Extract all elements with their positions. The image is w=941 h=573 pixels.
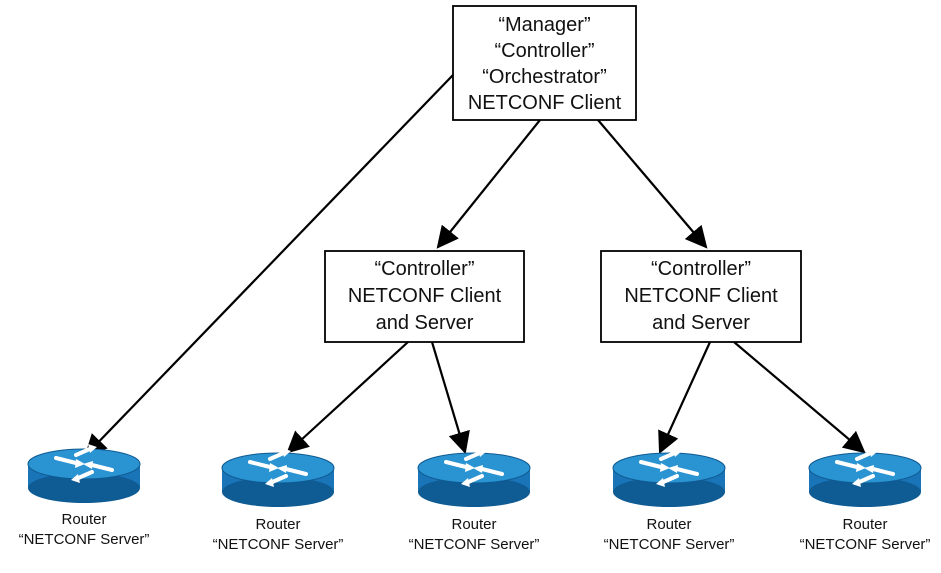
connectors [84, 74, 866, 457]
router-arrowheads [71, 444, 97, 483]
router-arrowheads [656, 448, 682, 487]
router-label-4: Router [646, 516, 691, 533]
controller-box-1 [324, 250, 525, 343]
connector-manager-to-router-1 [84, 74, 454, 457]
router-label-3: Router [451, 516, 496, 533]
controller-node-2: “Controller” NETCONF Client and Server [600, 250, 802, 343]
connector-controller-2-to-router-5 [733, 341, 866, 454]
controller-node-1: “Controller” NETCONF Client and Server [324, 250, 525, 343]
controller-box-2 [600, 250, 802, 343]
manager-line-2: “Controller” [494, 40, 594, 62]
manager-line-4: NETCONF Client [468, 92, 622, 114]
router-sublabel-4: “NETCONF Server” [604, 536, 735, 553]
router-label-1: Router [61, 511, 106, 528]
router-node-3: Router “NETCONF Server” [409, 448, 540, 553]
router-arrowheads [852, 448, 878, 487]
router-base [418, 477, 530, 507]
router-base [222, 477, 334, 507]
manager-line-3: “Orchestrator” [482, 66, 606, 88]
router-base [28, 473, 140, 503]
router-arrowheads [265, 448, 291, 487]
router-icon [27, 444, 141, 503]
router-node-2: Router “NETCONF Server” [213, 448, 344, 553]
connector-manager-to-controller-1 [436, 119, 541, 249]
controller-2-line-1: “Controller” [651, 258, 751, 280]
connector-controller-1-to-router-3 [430, 341, 470, 455]
router-sublabel-1: “NETCONF Server” [19, 531, 150, 548]
router-sublabel-5: “NETCONF Server” [800, 536, 931, 553]
connector-manager-to-controller-2 [597, 119, 708, 249]
router-icon [808, 448, 922, 507]
router-icon [417, 448, 531, 507]
router-node-1: Router “NETCONF Server” [19, 444, 150, 548]
router-node-4: Router “NETCONF Server” [604, 448, 735, 553]
router-label-2: Router [255, 516, 300, 533]
controller-2-line-2: NETCONF Client [624, 285, 778, 307]
manager-line-1: “Manager” [498, 14, 590, 36]
controller-2-line-3: and Server [652, 312, 750, 334]
manager-box [452, 5, 637, 121]
connector-controller-1-to-router-2 [286, 341, 409, 454]
controller-1-line-3: and Server [376, 312, 474, 334]
router-icon [612, 448, 726, 507]
router-sublabel-3: “NETCONF Server” [409, 536, 540, 553]
router-arrowheads [461, 448, 487, 487]
router-base [613, 477, 725, 507]
router-node-5: Router “NETCONF Server” [800, 448, 931, 553]
router-sublabel-2: “NETCONF Server” [213, 536, 344, 553]
connector-controller-2-to-router-4 [658, 341, 712, 455]
router-base [809, 477, 921, 507]
controller-1-line-1: “Controller” [374, 258, 474, 280]
manager-node: “Manager” “Controller” “Orchestrator” NE… [452, 5, 637, 121]
controller-1-line-2: NETCONF Client [348, 285, 502, 307]
router-icon [221, 448, 335, 507]
router-label-5: Router [842, 516, 887, 533]
